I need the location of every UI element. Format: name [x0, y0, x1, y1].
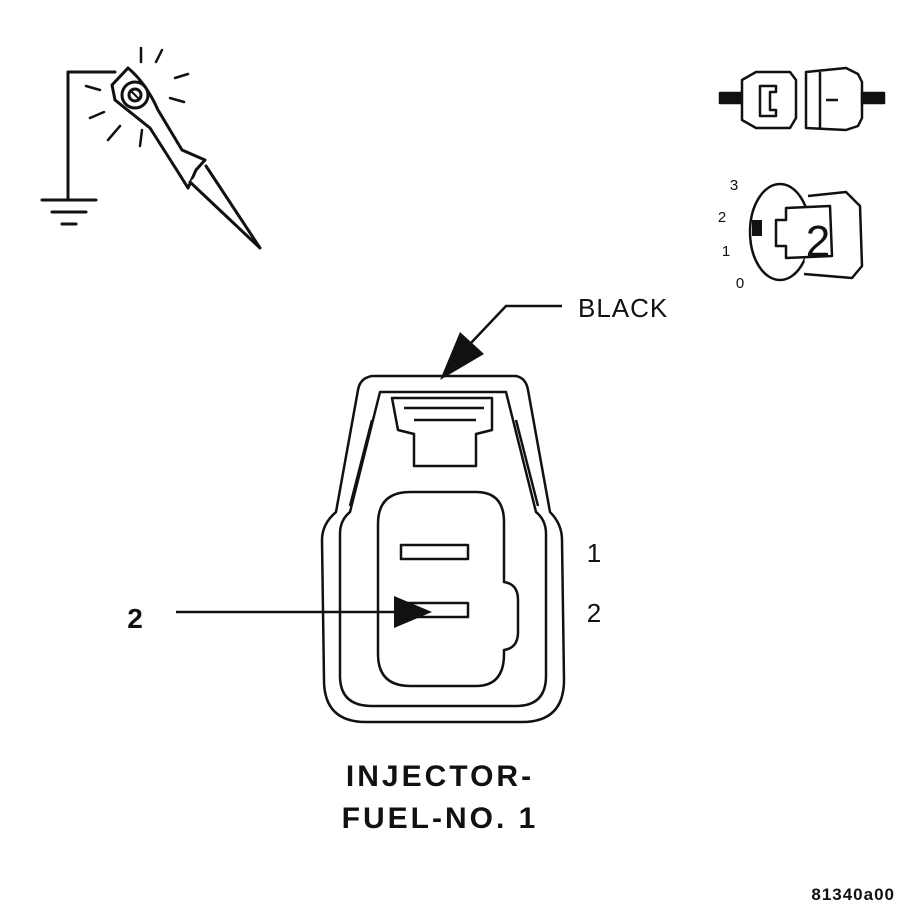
ignition-position-3: 3 — [730, 177, 738, 194]
title-line-2: FUEL-NO. 1 — [342, 802, 539, 835]
pin-label-2: 2 — [587, 598, 601, 628]
connector-color-label: BLACK — [578, 293, 668, 323]
ignition-key-icon: 2 — [748, 182, 864, 282]
ignition-position-2: 2 — [718, 209, 726, 226]
test-light-probe-icon — [40, 46, 262, 250]
connector-disconnected-icon — [718, 66, 886, 132]
title-line-1: INJECTOR- — [346, 760, 534, 793]
connector-face — [320, 374, 566, 724]
probe-pin-label: 2 — [127, 603, 143, 634]
probe-arrow — [176, 596, 432, 628]
key-digit: 2 — [806, 217, 830, 266]
pin-label-1: 1 — [587, 538, 601, 568]
ignition-position-1: 1 — [722, 243, 730, 260]
color-leader-arrow — [440, 304, 562, 380]
ignition-position-0: 0 — [736, 275, 744, 292]
figure-id: 81340a00 — [811, 885, 895, 904]
